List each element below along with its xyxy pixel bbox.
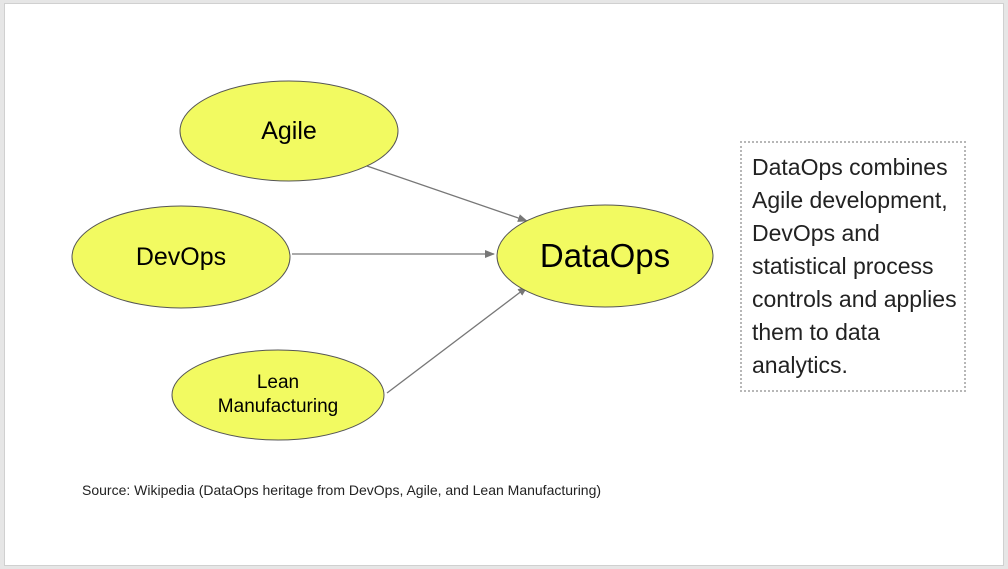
note-text: DataOps combines Agile development, DevO… (752, 154, 957, 378)
node-dataops (496, 204, 714, 308)
source-caption: Source: Wikipedia (DataOps heritage from… (82, 482, 602, 498)
node-lean (171, 349, 385, 441)
edge-agile-dataops (366, 165, 528, 222)
node-agile (179, 80, 399, 182)
note-box: DataOps combines Agile development, DevO… (740, 141, 966, 392)
edge-lean-dataops (386, 286, 528, 394)
diagram-canvas (71, 80, 714, 441)
slide: Agile DevOps DataOps Lean Manufacturing … (5, 4, 1003, 565)
node-devops (71, 205, 291, 309)
